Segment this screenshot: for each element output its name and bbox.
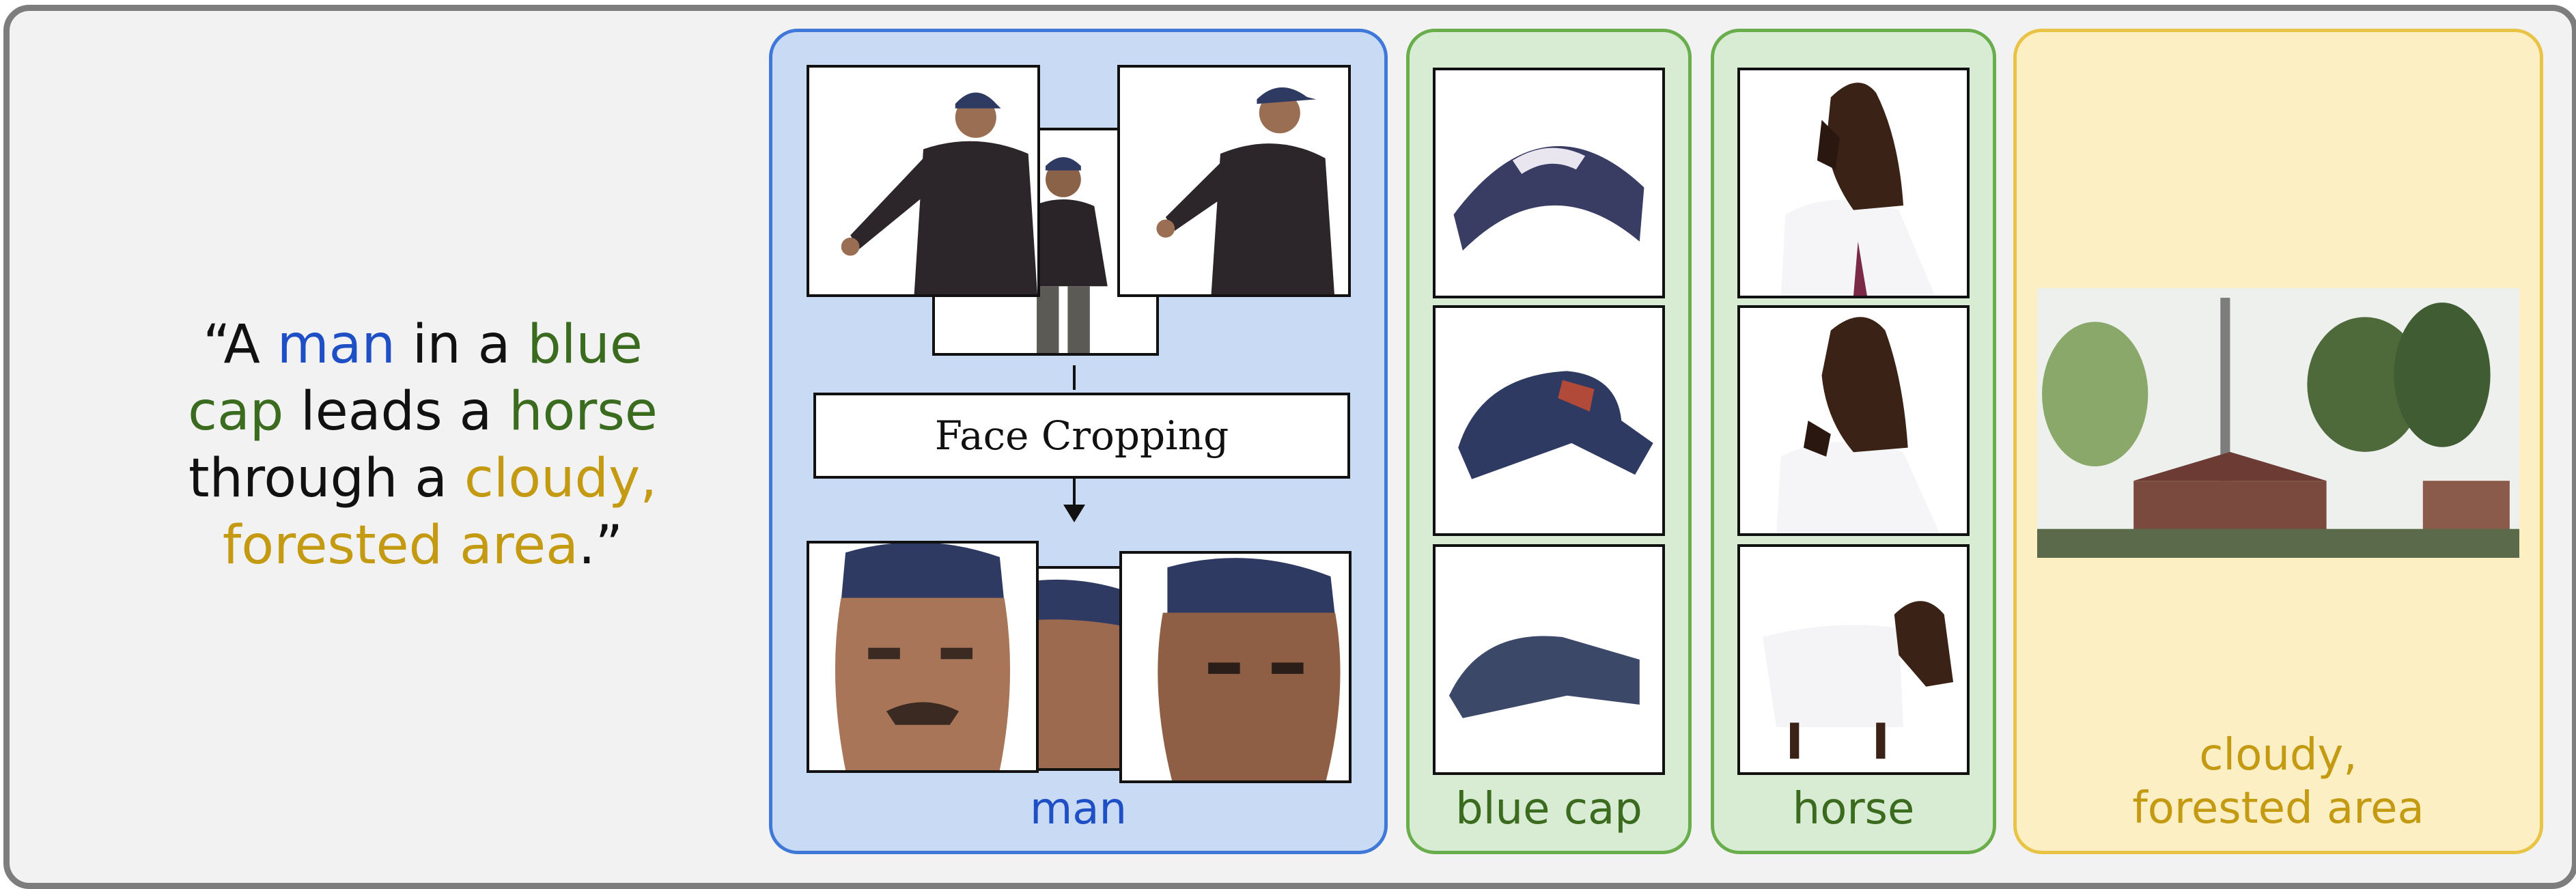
caption-leads-a: leads a — [283, 381, 509, 442]
horse-label: horse — [1792, 784, 1915, 834]
caption-cap: cap — [188, 381, 284, 442]
face-cropping-box: Face Cropping — [813, 393, 1350, 479]
caption-in-a: in a — [395, 314, 528, 376]
blue-cap-label: blue cap — [1455, 784, 1642, 834]
face-cropping-label: Face Cropping — [934, 412, 1229, 459]
caption: “A man in a blue cap leads a horse throu… — [23, 311, 822, 579]
caption-man: man — [277, 314, 395, 376]
forested-area-image — [2037, 288, 2519, 558]
man-label: man — [1029, 784, 1128, 834]
horse-frame-3 — [1737, 544, 1970, 775]
man-frame-front — [807, 65, 1040, 297]
arrow-from-crop — [1073, 479, 1076, 506]
face-crop-side — [1119, 551, 1352, 783]
caption-close: .” — [578, 515, 624, 576]
caption-horse: horse — [509, 381, 658, 442]
cap-frame-3 — [1433, 544, 1665, 775]
area-label: cloudy, forested area — [2017, 729, 2540, 835]
caption-forested-area: forested area — [222, 515, 578, 576]
horse-frame-2 — [1737, 305, 1970, 536]
caption-open: “A — [203, 314, 277, 376]
horse-frame-1 — [1737, 68, 1970, 298]
caption-through-a: through a — [188, 448, 464, 509]
arrow-to-crop — [1073, 365, 1076, 390]
man-frame-side — [1117, 65, 1351, 297]
cap-frame-2 — [1433, 305, 1665, 536]
arrow-head — [1063, 505, 1085, 522]
caption-blue: blue — [527, 314, 643, 376]
man-panel: Face Cropping man — [769, 29, 1388, 854]
cap-frame-1 — [1433, 68, 1665, 298]
area-panel: cloudy, forested area — [2013, 29, 2543, 854]
horse-panel: horse — [1711, 29, 1996, 854]
face-crop-front — [807, 541, 1039, 773]
area-label-line2: forested area — [2132, 783, 2424, 834]
blue-cap-panel: blue cap — [1406, 29, 1692, 854]
area-label-line1: cloudy, — [2199, 730, 2357, 780]
caption-cloudy: cloudy, — [464, 448, 658, 509]
